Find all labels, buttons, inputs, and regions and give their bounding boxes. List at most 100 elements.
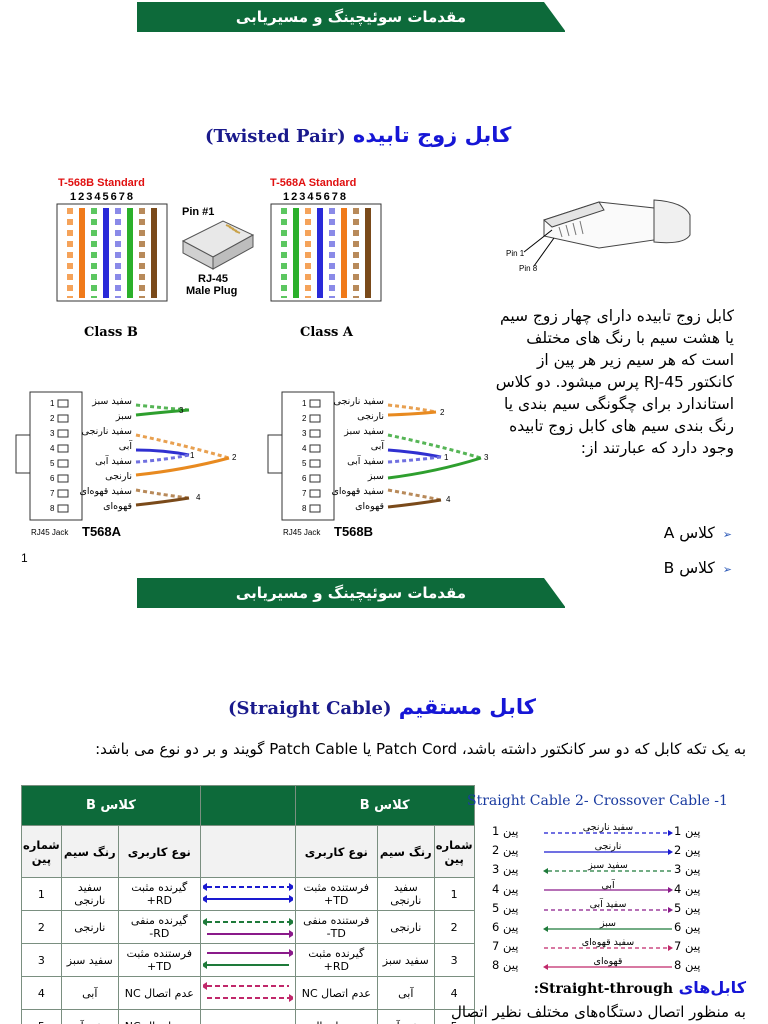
wire-label: سفید قهوه‌ای	[79, 486, 132, 497]
wire-label: سفید نارنجی	[81, 426, 132, 437]
cell-use: عدم اتصال NC	[117, 976, 201, 1010]
jack-label: RJ45 Jack	[31, 528, 69, 537]
cell-use: فرستنده مثبت TD+	[117, 943, 201, 977]
col-header-use: نوع کاربری	[294, 825, 378, 878]
svg-text:8: 8	[302, 504, 307, 513]
bullet-arrow-icon: ➢	[722, 528, 732, 541]
arrow-cell	[199, 910, 296, 944]
bullet-text: کلاس B	[663, 559, 715, 577]
cell-num: 5	[21, 1009, 62, 1024]
pair-num: 2	[232, 453, 237, 462]
svg-text:3: 3	[302, 429, 307, 438]
pair-num: 3	[484, 453, 489, 462]
title-fa: کابل زوج تابیده	[352, 123, 512, 147]
wire-color: آبی	[601, 879, 615, 891]
slide-straight-cable: مقدمات سوئیچینگ و مسیریابی کابل مستقیم (…	[0, 578, 768, 1024]
page-number: 1	[21, 551, 28, 565]
straight-through-heading: کابل‌های Straight-through:	[534, 978, 746, 997]
pin-label: پین 5	[674, 900, 701, 915]
svg-text:7: 7	[302, 489, 307, 498]
pin-list-left: پین 1 پین 2 پین 3 پین 4 پین 5 پین 6 پین …	[492, 822, 542, 976]
plug-name: RJ-45	[198, 273, 228, 285]
jack-left-wire-labels: سفید سبز سبز سفید نارنجی آبی سفید آبی نا…	[70, 394, 132, 514]
intro-paragraph: کابل زوج تابیده دارای چهار زوج سیم یا هش…	[495, 307, 734, 457]
wire-color: قهوه‌ای	[593, 956, 623, 968]
table-row: 1 سفید نارنجی فرستنده مثبت TD+ گیرنده مث…	[21, 877, 475, 911]
wire-color: سفید سبز	[588, 860, 628, 872]
wire-label: سفید آبی	[347, 456, 384, 467]
col-header-num: شماره پین	[433, 825, 475, 878]
cell-use: عدم اتصال NC	[117, 1009, 201, 1024]
standard-b-label: T-568B Standard	[58, 177, 145, 189]
wire-color: نارنجی	[594, 841, 622, 853]
jack-right-wire-labels: سفید نارنجی نارنجی سفید سبز آبی سفید آبی…	[322, 394, 384, 514]
arrow-cell	[199, 1009, 296, 1024]
pin-label: پین 7	[492, 939, 519, 954]
subtitle-en: Straight-through:	[533, 981, 674, 997]
pin-label: پین 4	[492, 881, 519, 896]
pin-list-right: پین 1 پین 2 پین 3 پین 4 پین 5 پین 6 پین …	[674, 822, 724, 976]
wiring-table: کلاس B کلاس B شماره پین رنگ سیم نوع کارب…	[21, 785, 475, 1024]
jack-name-t568b: T568B	[334, 524, 374, 539]
cell-use: گیرنده مثبت RD+	[117, 877, 201, 911]
cell-num: 2	[21, 910, 62, 944]
wire-label: نارنجی	[105, 471, 132, 482]
straight-through-text: به منظور اتصال دستگاه‌های مختلف نظیر اتص…	[450, 1003, 746, 1021]
arrow-cell	[199, 976, 296, 1010]
table-row: 3 سفید سبز گیرنده مثبت RD+ فرستنده مثبت …	[21, 943, 475, 977]
cell-num: 1	[21, 877, 62, 911]
cell-use: گیرنده منفی RD-	[117, 910, 201, 944]
cell-use: عدم اتصال	[294, 1009, 378, 1024]
svg-text:4: 4	[50, 444, 55, 453]
standard-a-label: T-568A Standard	[270, 177, 357, 189]
wire-label: قهوه‌ای	[355, 501, 384, 512]
pin-label: پین 3	[674, 862, 701, 877]
cell-color: سفید آبی	[376, 1009, 435, 1024]
cell-use: گیرنده مثبت RD+	[294, 943, 378, 977]
pin-label: پین 5	[492, 900, 519, 915]
col-header-color: رنگ سیم	[376, 825, 435, 878]
arrow-icon	[200, 882, 295, 903]
wire-label: سفید آبی	[95, 456, 132, 467]
svg-text:5: 5	[50, 459, 55, 468]
jack-diagram-t568a: 1234 5678	[15, 391, 230, 521]
cell-use: عدم اتصال NC	[294, 976, 378, 1010]
table-header-class-b: کلاس B	[21, 785, 201, 826]
arrow-cell	[199, 943, 296, 977]
pin-label: پین 8	[492, 958, 519, 973]
slide-title: کابل مستقیم (Straight Cable)	[228, 695, 536, 719]
cell-num: 1	[433, 877, 475, 911]
cell-num: 2	[433, 910, 475, 944]
pin1-connector: Pin 1	[506, 249, 525, 258]
pins-a-label: 12345678	[283, 191, 348, 203]
title-en: (Straight Cable)	[228, 698, 392, 719]
pin8-connector: Pin 8	[519, 264, 538, 273]
straight-cable-diagram	[543, 830, 673, 970]
rj45-connector-icon	[523, 199, 691, 267]
pin-label: پین 2	[492, 843, 519, 858]
pin-label: پین 2	[674, 843, 701, 858]
svg-text:6: 6	[50, 474, 55, 483]
pin-label: پین 3	[492, 862, 519, 877]
svg-text:3: 3	[50, 429, 55, 438]
pins-b-label: 12345678	[70, 191, 135, 203]
cell-color: نارنجی	[376, 910, 435, 944]
cell-color: سفید آبی	[60, 1009, 119, 1024]
cell-color: آبی	[60, 976, 119, 1010]
bullet-arrow-icon: ➢	[722, 563, 732, 576]
wire-label: سبز	[367, 471, 384, 482]
pin-label: پین 1	[492, 824, 519, 838]
cell-num: 3	[433, 943, 475, 977]
arrow-icon	[200, 917, 295, 938]
jack-label: RJ45 Jack	[283, 528, 321, 537]
svg-text:8: 8	[50, 504, 55, 513]
svg-text:4: 4	[302, 444, 307, 453]
arrow-cell	[199, 877, 296, 911]
jack-name-t568a: T568A	[82, 524, 122, 539]
cell-color: آبی	[376, 976, 435, 1010]
arrow-icon	[200, 981, 295, 1002]
plug-sub: Male Plug	[186, 285, 238, 297]
title-en: (Twisted Pair)	[205, 126, 346, 147]
wire-diagram-a	[270, 203, 382, 302]
cell-color: سفید سبز	[60, 943, 119, 977]
